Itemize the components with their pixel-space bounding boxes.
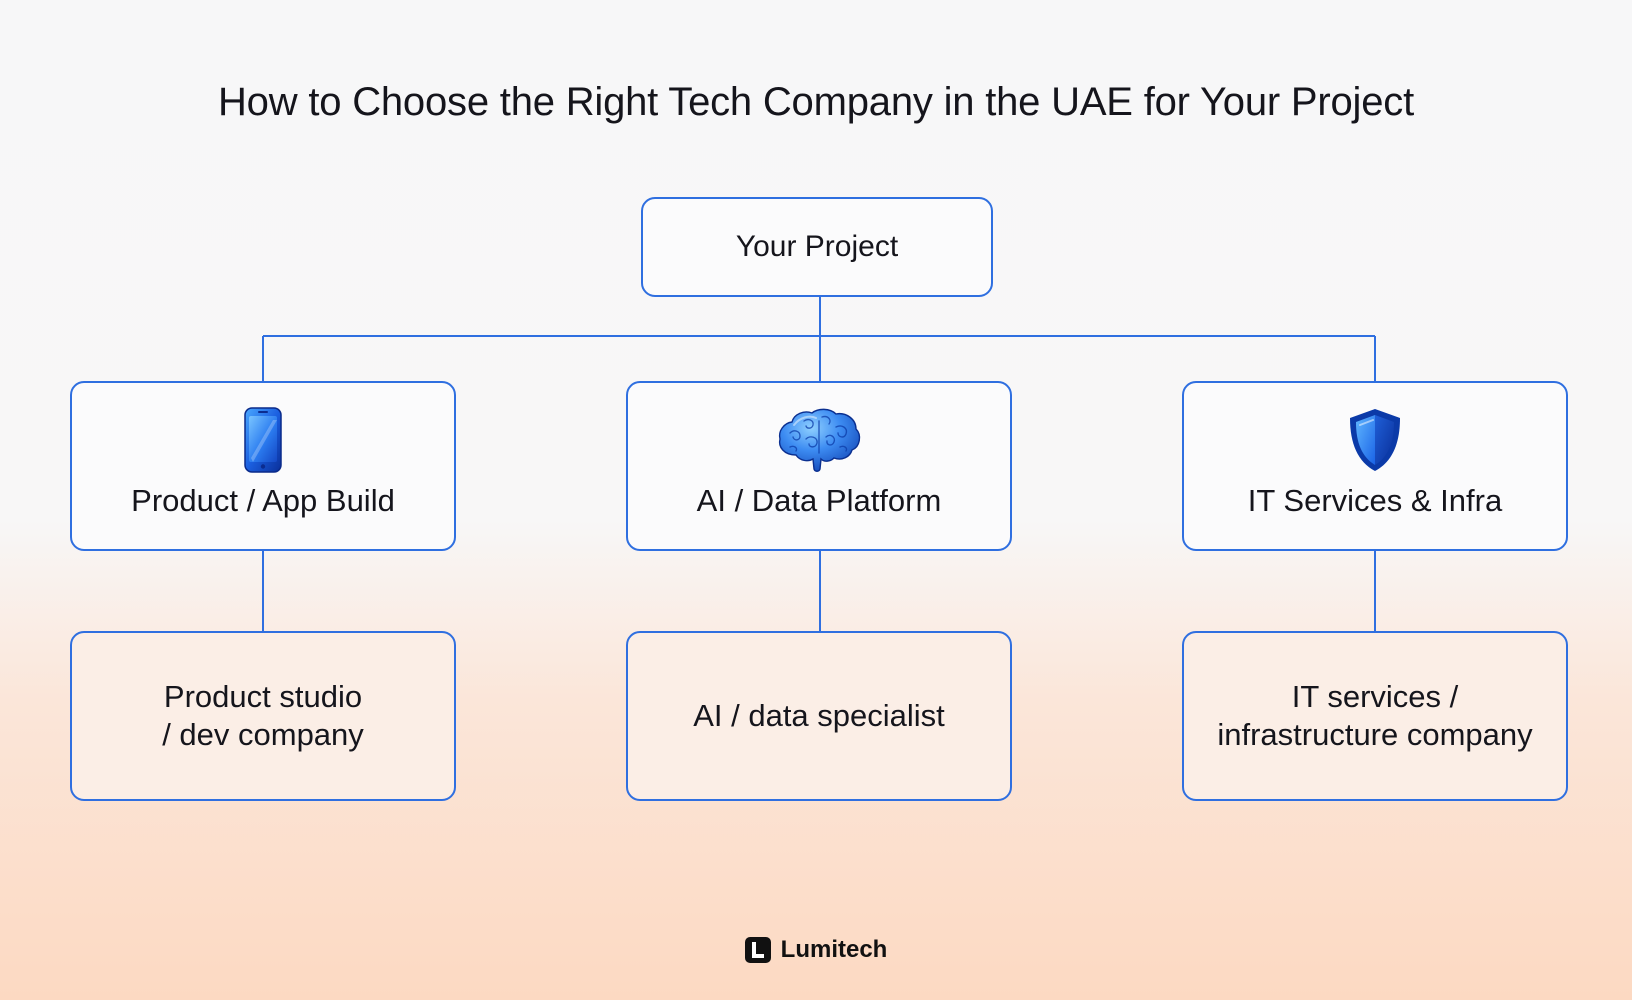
category-ai-data: AI / Data Platform bbox=[626, 381, 1012, 551]
category-product-app: Product / App Build bbox=[70, 381, 456, 551]
result-product-studio: Product studio / dev company bbox=[70, 631, 456, 801]
lumitech-logo-icon bbox=[744, 937, 771, 963]
smartphone-icon bbox=[243, 405, 283, 475]
category-it-services: IT Services & Infra bbox=[1182, 381, 1568, 551]
result-label: AI / data specialist bbox=[693, 698, 945, 733]
category-label: AI / Data Platform bbox=[696, 483, 942, 518]
result-label: Product studio / dev company bbox=[162, 679, 364, 752]
brain-icon bbox=[776, 405, 862, 475]
result-it-services: IT services / infrastructure company bbox=[1182, 631, 1568, 801]
root-node: Your Project bbox=[641, 197, 993, 297]
category-label: IT Services & Infra bbox=[1247, 483, 1503, 518]
brand-name: Lumitech bbox=[780, 936, 888, 963]
root-label: Your Project bbox=[735, 230, 899, 263]
category-label: Product / App Build bbox=[131, 483, 395, 518]
page-title: How to Choose the Right Tech Company in … bbox=[217, 80, 1414, 124]
shield-icon bbox=[1344, 405, 1406, 475]
result-label: IT services / infrastructure company bbox=[1217, 679, 1533, 752]
brand-footer: Lumitech bbox=[0, 936, 1632, 964]
result-ai-specialist: AI / data specialist bbox=[626, 631, 1012, 801]
